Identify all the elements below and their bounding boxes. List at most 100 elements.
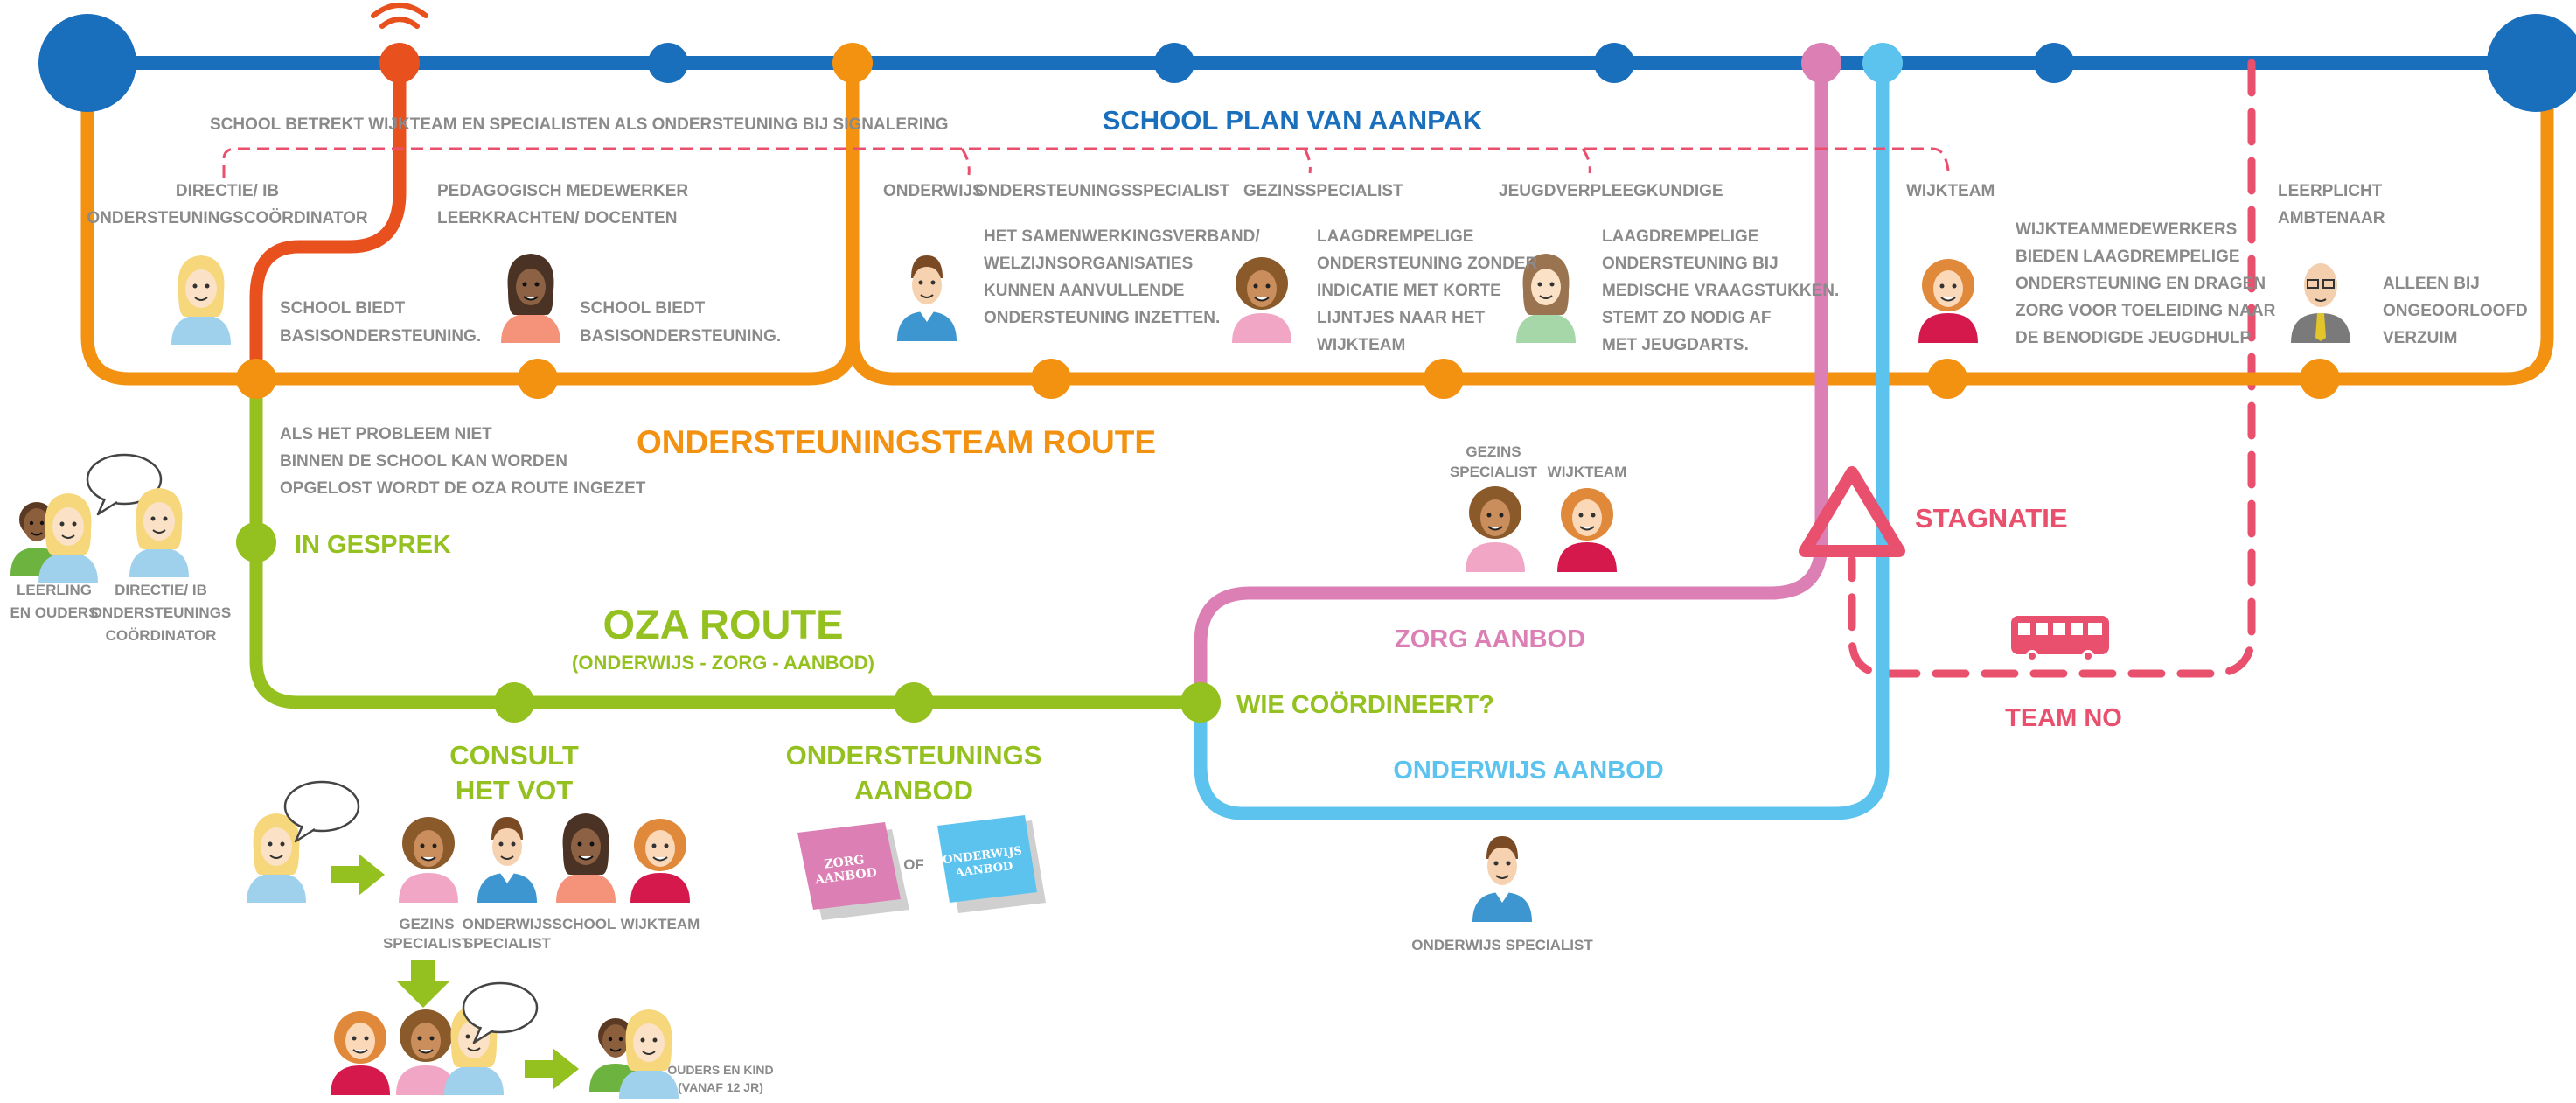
wijkteam-person-icon	[1918, 258, 1979, 344]
svg-text:ONDERWIJS: ONDERWIJS	[463, 916, 553, 932]
orange-stop	[518, 359, 558, 399]
wie-coordineert-label: WIE COÖRDINEERT?	[1236, 690, 1494, 719]
directie-label-1: DIRECTIE/ IB	[176, 182, 279, 200]
pedagogisch-person-icon	[500, 253, 561, 344]
svg-text:WIJKTEAM: WIJKTEAM	[621, 916, 700, 932]
orange-stop	[832, 43, 873, 83]
zorg-aanbod-folder-icon: ZORG AANBOD	[797, 822, 909, 920]
pedagogisch-note-2: BASISONDERSTEUNING.	[580, 327, 781, 346]
role-ondersteuningsspecialist: ONDERSTEUNINGSSPECIALIST	[975, 182, 1230, 200]
directie-person-icon	[171, 255, 232, 346]
pedagogisch-note-1: SCHOOL BIEDT	[580, 299, 706, 318]
green-stop-ondersteuningsaanbod	[894, 682, 934, 723]
ondersteuningsteam-route-title: ONDERSTEUNINGSTEAM ROUTE	[637, 424, 1156, 460]
gezins-note: LAAGDREMPELIGE ONDERSTEUNING ZONDER INDI…	[1317, 227, 1538, 354]
arrow-right-icon	[331, 854, 385, 896]
svg-text:WIJKTEAM: WIJKTEAM	[1317, 336, 1405, 354]
arrows	[331, 854, 579, 1090]
svg-text:WELZIJNSORGANISATIES: WELZIJNSORGANISATIES	[984, 255, 1193, 273]
onderwijs-specialist-person-icon	[896, 255, 957, 342]
svg-text:HET SAMENWERKINGSVERBAND/: HET SAMENWERKINGSVERBAND/	[984, 227, 1260, 246]
svg-text:LAAGDREMPELIGE: LAAGDREMPELIGE	[1317, 227, 1473, 246]
gezins-top-person-icon	[1465, 485, 1526, 573]
leerling-label-1: LEERLING	[17, 582, 92, 598]
consult-onderwijs-icon	[477, 816, 538, 904]
onderwijs-specialist-label: ONDERWIJS SPECIALIST	[1411, 937, 1593, 953]
role-gezinsspecialist: GEZINSSPECIALIST	[1243, 182, 1403, 200]
team-no-dashed-route	[1848, 59, 2256, 678]
directie-side-label-2: ONDERSTEUNINGS	[91, 604, 232, 621]
in-gesprek-label: IN GESPREK	[295, 531, 451, 559]
oza-route-title: OZA ROUTE	[602, 601, 843, 647]
leerplicht-label-2: AMBTENAAR	[2278, 209, 2385, 227]
pedagogisch-label-2: LEERKRACHTEN/ DOCENTEN	[437, 209, 677, 227]
consult-label-2: HET VOT	[456, 775, 573, 806]
zorg-aanbod-label: ZORG AANBOD	[1395, 625, 1585, 653]
consult-speaker-icon	[246, 813, 307, 904]
consult-school-icon	[555, 813, 616, 904]
consult-team-labels: GEZINS SPECIALIST ONDERWIJS SPECIALIST S…	[383, 916, 700, 952]
svg-text:ONDERSTEUNING BIJ: ONDERSTEUNING BIJ	[1602, 255, 1779, 273]
ouders-kind-label-2: (VANAF 12 JR)	[678, 1080, 763, 1094]
svg-text:ZORG VOOR TOELEIDING NAAR: ZORG VOOR TOELEIDING NAAR	[2016, 302, 2276, 320]
svg-text:STEMT ZO NODIG AF: STEMT ZO NODIG AF	[1602, 309, 1772, 327]
blue-stop	[1594, 43, 1634, 83]
leerplicht-note: ALLEEN BIJ ONGEOORLOOFD VERZUIM	[2383, 275, 2528, 347]
orange-stop	[1927, 359, 1967, 399]
ouders-mother-icon	[618, 1009, 679, 1100]
consult-wijkteam-icon	[630, 818, 691, 904]
school-plan-title: SCHOOL PLAN VAN AANPAK	[1103, 105, 1483, 136]
gezins-top-label-1: GEZINS	[1466, 443, 1521, 460]
leerling-label-2: EN OUDERS	[10, 604, 98, 621]
orange-stops	[236, 359, 2340, 399]
consult-label-1: CONSULT	[449, 740, 579, 771]
arrow-down-icon	[397, 960, 449, 1008]
oza-route-subtitle: (ONDERWIJS - ZORG - AANBOD)	[572, 652, 874, 674]
stagnatie-label: STAGNATIE	[1915, 503, 2068, 534]
svg-text:BINNEN DE SCHOOL KAN WORDEN: BINNEN DE SCHOOL KAN WORDEN	[280, 452, 567, 471]
blue-start-terminal	[38, 14, 136, 112]
light-blue-stop	[1862, 43, 1903, 83]
green-stop-wie-coordineert	[1180, 682, 1221, 723]
role-jeugdverpleegkundige: JEUGDVERPLEEGKUNDIGE	[1499, 182, 1723, 200]
directie-side-label-3: COÖRDINATOR	[106, 627, 217, 644]
consult-gezins-icon	[398, 816, 459, 904]
gezinsspecialist-person-icon	[1231, 256, 1292, 344]
svg-text:ONDERSTEUNING INZETTEN.: ONDERSTEUNING INZETTEN.	[984, 309, 1220, 327]
light-blue-route	[1194, 56, 1890, 820]
svg-text:KUNNEN AANVULLENDE: KUNNEN AANVULLENDE	[984, 282, 1184, 300]
orange-stop	[2300, 359, 2340, 399]
wijkteam-top-person-icon	[1556, 487, 1618, 573]
orange-stop	[1031, 359, 1071, 399]
svg-text:DE BENODIGDE JEUGDHULP: DE BENODIGDE JEUGDHULP	[2016, 329, 2252, 347]
blue-stop	[648, 43, 688, 83]
role-wijkteam: WIJKTEAM	[1906, 182, 1995, 200]
leerplicht-label-1: LEERPLICHT	[2278, 182, 2383, 200]
onderwijs-specialist-bottom-icon	[1472, 835, 1533, 923]
orange-route-right	[846, 56, 2554, 386]
svg-text:GEZINS: GEZINS	[399, 916, 454, 932]
svg-text:MEDISCHE VRAAGSTUKKEN.: MEDISCHE VRAAGSTUKKEN.	[1602, 282, 1839, 300]
svg-text:ALS HET PROBLEEM NIET: ALS HET PROBLEEM NIET	[280, 425, 492, 443]
signal-icon	[371, 3, 428, 29]
green-oza-route	[249, 372, 1208, 709]
svg-text:ONDERSTEUNING EN DRAGEN: ONDERSTEUNING EN DRAGEN	[2016, 275, 2266, 293]
group-redhead-icon	[330, 1010, 391, 1096]
jeugd-note: LAAGDREMPELIGE ONDERSTEUNING BIJ MEDISCH…	[1602, 227, 1839, 354]
green-stop-consult	[494, 682, 534, 723]
svg-text:SCHOOL: SCHOOL	[553, 916, 616, 932]
svg-text:MET JEUGDARTS.: MET JEUGDARTS.	[1602, 336, 1749, 354]
orange-stop	[1424, 359, 1464, 399]
green-stops	[236, 522, 1221, 723]
svg-text:VERZUIM: VERZUIM	[2383, 329, 2458, 347]
ondersteuningsaanbod-label-1: ONDERSTEUNINGS	[786, 740, 1042, 771]
role-onderwijs: ONDERWIJS	[883, 182, 984, 200]
onderwijs-aanbod-folder-icon: ONDERWIJS AANBOD	[937, 815, 1046, 913]
onderwijs-aanbod-label: ONDERWIJS AANBOD	[1393, 757, 1663, 785]
directie-note-2: BASISONDERSTEUNING.	[280, 327, 481, 346]
directie-label-2: ONDERSTEUNINGSCOÖRDINATOR	[87, 209, 368, 227]
blue-stops	[648, 43, 2074, 83]
folder-zorg-line1: ZORG	[824, 853, 866, 871]
blue-end-terminal	[2487, 14, 2576, 112]
